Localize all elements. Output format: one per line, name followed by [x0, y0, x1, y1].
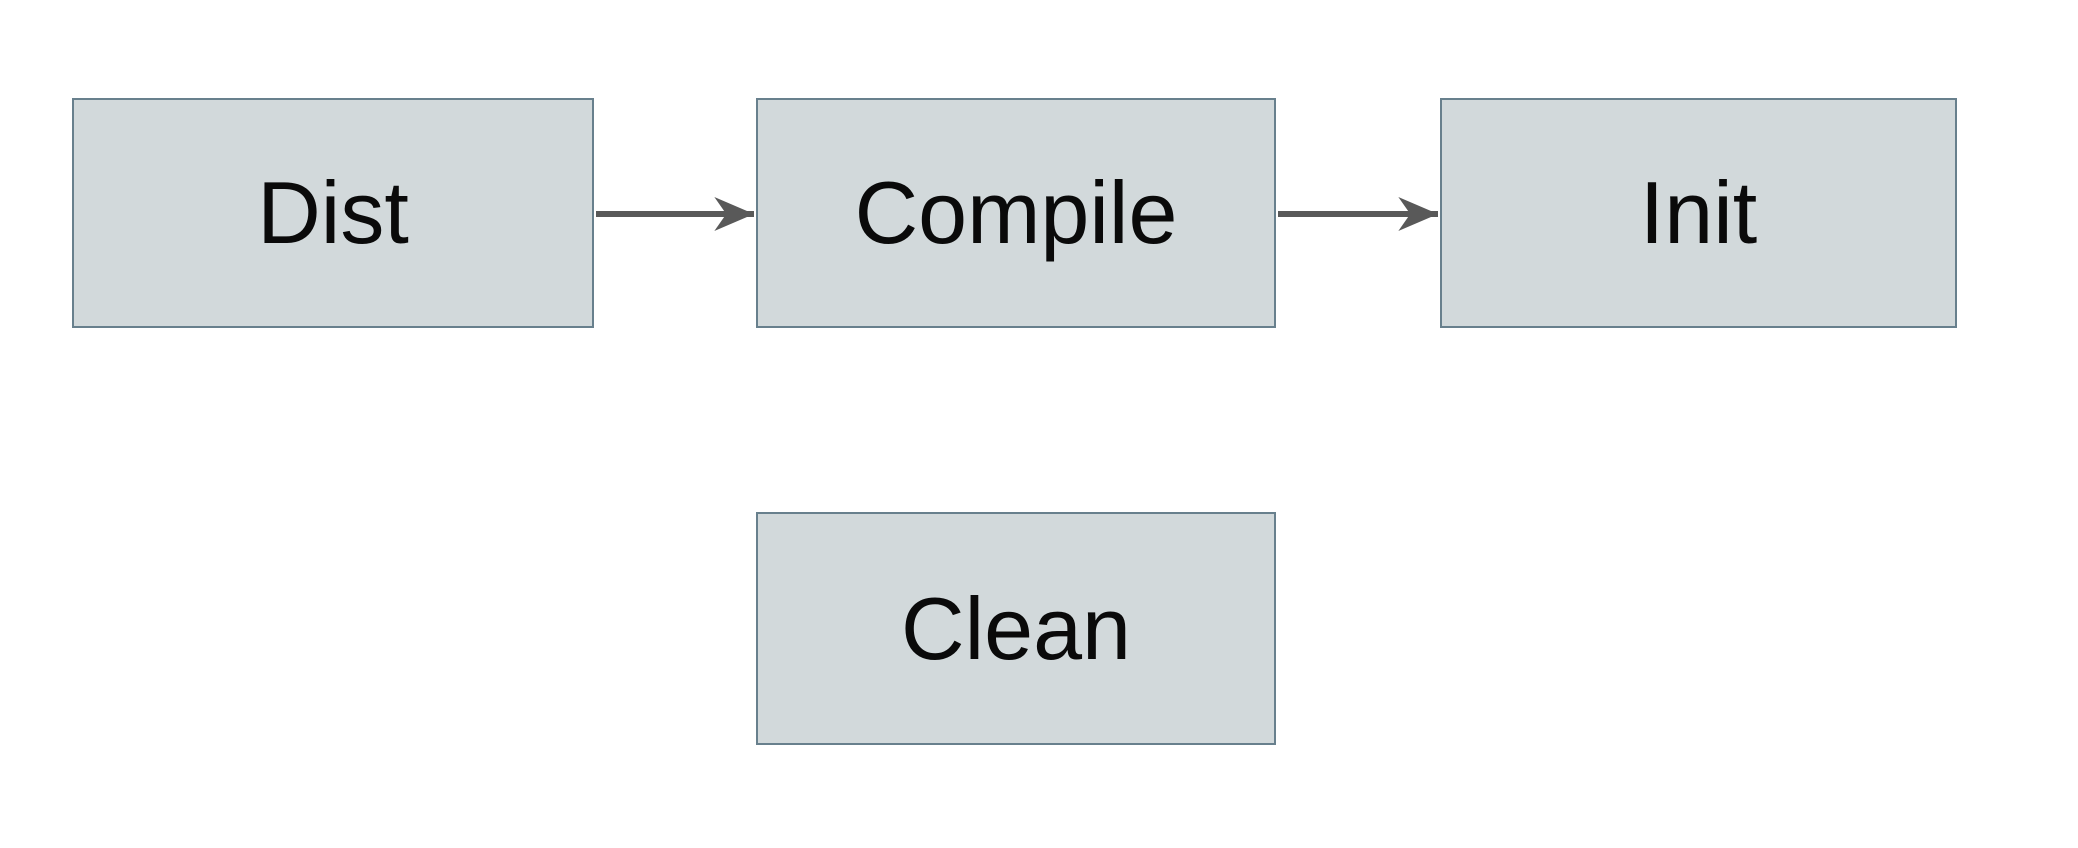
node-clean[interactable]: Clean: [756, 512, 1276, 745]
node-init[interactable]: Init: [1440, 98, 1957, 328]
node-dist-label: Dist: [257, 163, 409, 262]
node-clean-label: Clean: [901, 578, 1131, 678]
node-dist[interactable]: Dist: [72, 98, 594, 328]
node-compile-label: Compile: [854, 163, 1178, 262]
node-init-label: Init: [1639, 163, 1758, 262]
node-compile[interactable]: Compile: [756, 98, 1276, 328]
